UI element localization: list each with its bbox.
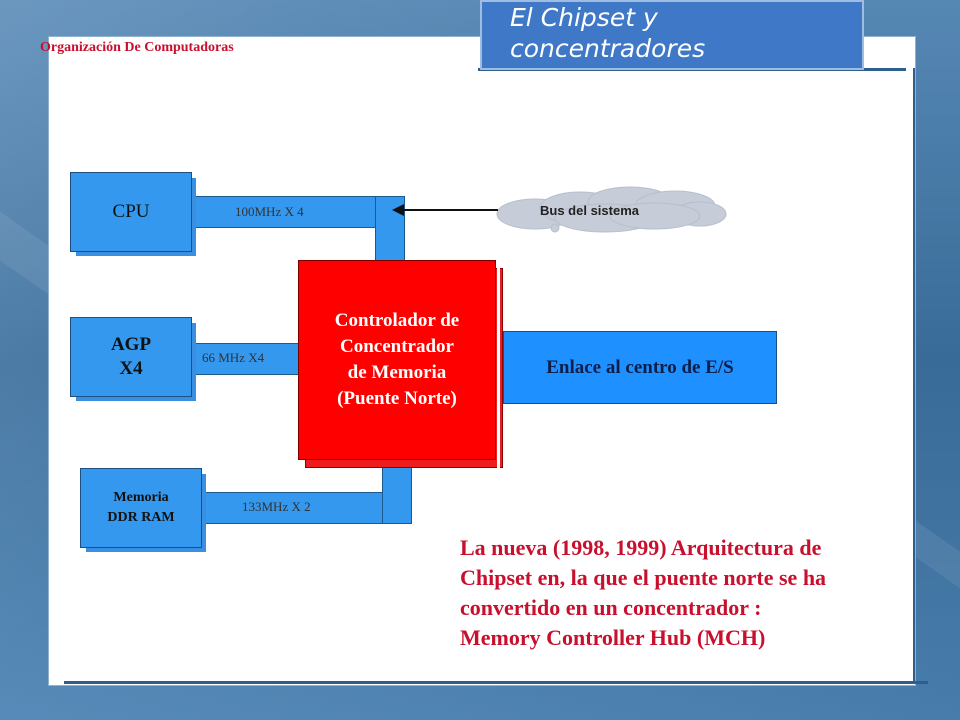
memory-bus-wire: [200, 492, 412, 524]
arrow-head-icon: [392, 204, 404, 216]
agp-box: AGP X4: [70, 317, 192, 397]
mch-label: Controlador de Concentrador de Memoria (…: [334, 310, 460, 409]
system-bus-label: Bus del sistema: [540, 203, 639, 218]
system-bus-arrow: [402, 209, 498, 211]
cpu-box: CPU: [70, 172, 192, 252]
mch-box: Controlador de Concentrador de Memoria (…: [298, 260, 496, 460]
cpu-label: CPU: [112, 201, 150, 222]
frame-line: [913, 68, 915, 684]
title-banner: El Chipset y concentradores: [480, 0, 864, 70]
mch-description: La nueva (1998, 1999) Arquitectura de Ch…: [460, 535, 827, 650]
frame-line: [64, 681, 928, 684]
mch-gap: [497, 268, 500, 468]
agp-label: AGP X4: [110, 334, 152, 379]
system-bus-cloud-icon: [496, 186, 727, 233]
memory-bus-speed: 133MHz X 2: [242, 499, 311, 514]
cpu-bus-wire-vertical: [375, 196, 405, 268]
cpu-bus-speed: 100MHz X 4: [235, 204, 304, 219]
agp-bus-speed: 66 MHz X4: [202, 350, 265, 365]
io-hub-link-label: Enlace al centro de E/S: [546, 356, 734, 378]
memory-label: Memoria DDR RAM: [107, 490, 175, 525]
course-name: Organización De Computadoras: [40, 40, 234, 55]
agp-bus-wire: [190, 343, 302, 375]
memory-box: Memoria DDR RAM: [80, 468, 202, 548]
io-hub-link-box: Enlace al centro de E/S: [503, 331, 777, 404]
slide-title: El Chipset y concentradores: [510, 3, 706, 63]
